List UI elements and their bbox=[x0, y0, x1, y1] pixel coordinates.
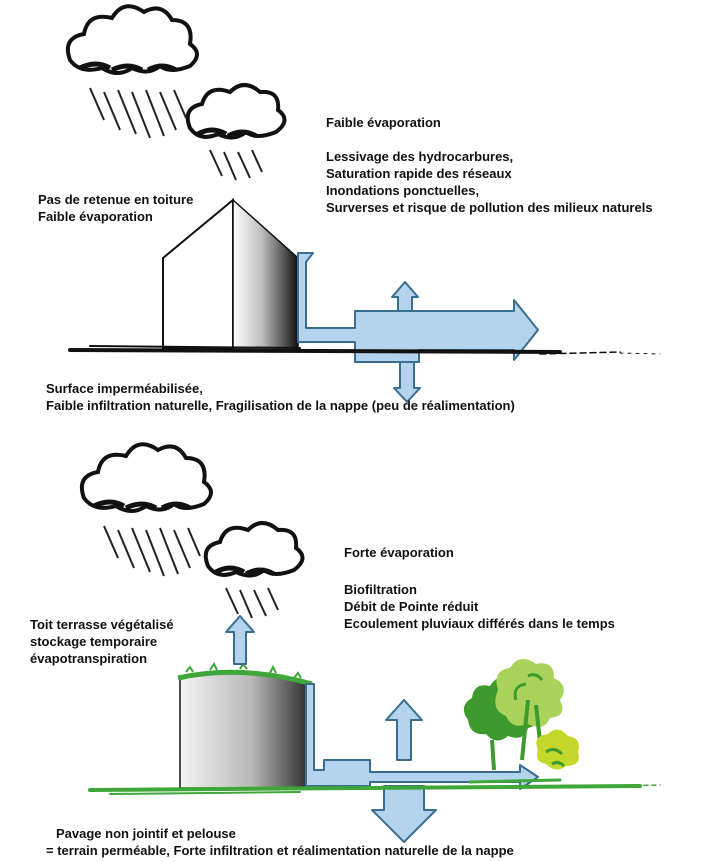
top-roof-label: Pas de retenue en toiture bbox=[38, 192, 194, 207]
bottom-roof-label: Toit terrasse végétalisé bbox=[30, 617, 174, 632]
rain-cloud-icon bbox=[65, 4, 287, 140]
top-impact-item: Surverses et risque de pollution des mil… bbox=[326, 200, 653, 215]
rain-cloud-icon bbox=[79, 442, 305, 578]
tree-icon bbox=[463, 658, 579, 771]
top-ground-label: Faible infiltration naturelle, Fragilisa… bbox=[46, 398, 515, 413]
ground-line bbox=[68, 345, 661, 355]
building-icon bbox=[162, 197, 299, 349]
top-impact-item: Saturation rapide des réseaux bbox=[326, 166, 512, 181]
grass-ground bbox=[88, 778, 661, 795]
bottom-roof-label: évapotranspiration bbox=[30, 651, 148, 666]
bottom-evaporation-label: Forte évaporation bbox=[344, 545, 454, 560]
top-impact-item: Lessivage des hydrocarbures, bbox=[326, 149, 514, 164]
bottom-benefit-item: Ecoulement pluviaux différés dans le tem… bbox=[344, 616, 615, 631]
bottom-ground-label: = terrain perméable, Forte infiltration … bbox=[46, 843, 514, 858]
top-roof-label: Faible évaporation bbox=[38, 209, 153, 224]
water-flow-arrow-icon bbox=[305, 683, 539, 843]
evaporation-arrow-icon bbox=[225, 615, 255, 665]
top-impact-item: Inondations ponctuelles, bbox=[326, 183, 480, 198]
rain-icon bbox=[89, 87, 263, 181]
bottom-roof-label: stockage temporaire bbox=[30, 634, 158, 649]
top-ground-label: Surface imperméabilisée, bbox=[46, 381, 203, 396]
bottom-benefit-item: Biofiltration bbox=[344, 582, 417, 597]
bottom-ground-label: Pavage non jointif et pelouse bbox=[56, 826, 236, 841]
bottom-benefit-item: Débit de Pointe réduit bbox=[344, 599, 479, 614]
green-roof-building-icon bbox=[177, 662, 313, 789]
water-flow-arrow-icon bbox=[297, 252, 539, 403]
rain-icon bbox=[103, 525, 279, 619]
top-evaporation-label: Faible évaporation bbox=[326, 115, 441, 130]
